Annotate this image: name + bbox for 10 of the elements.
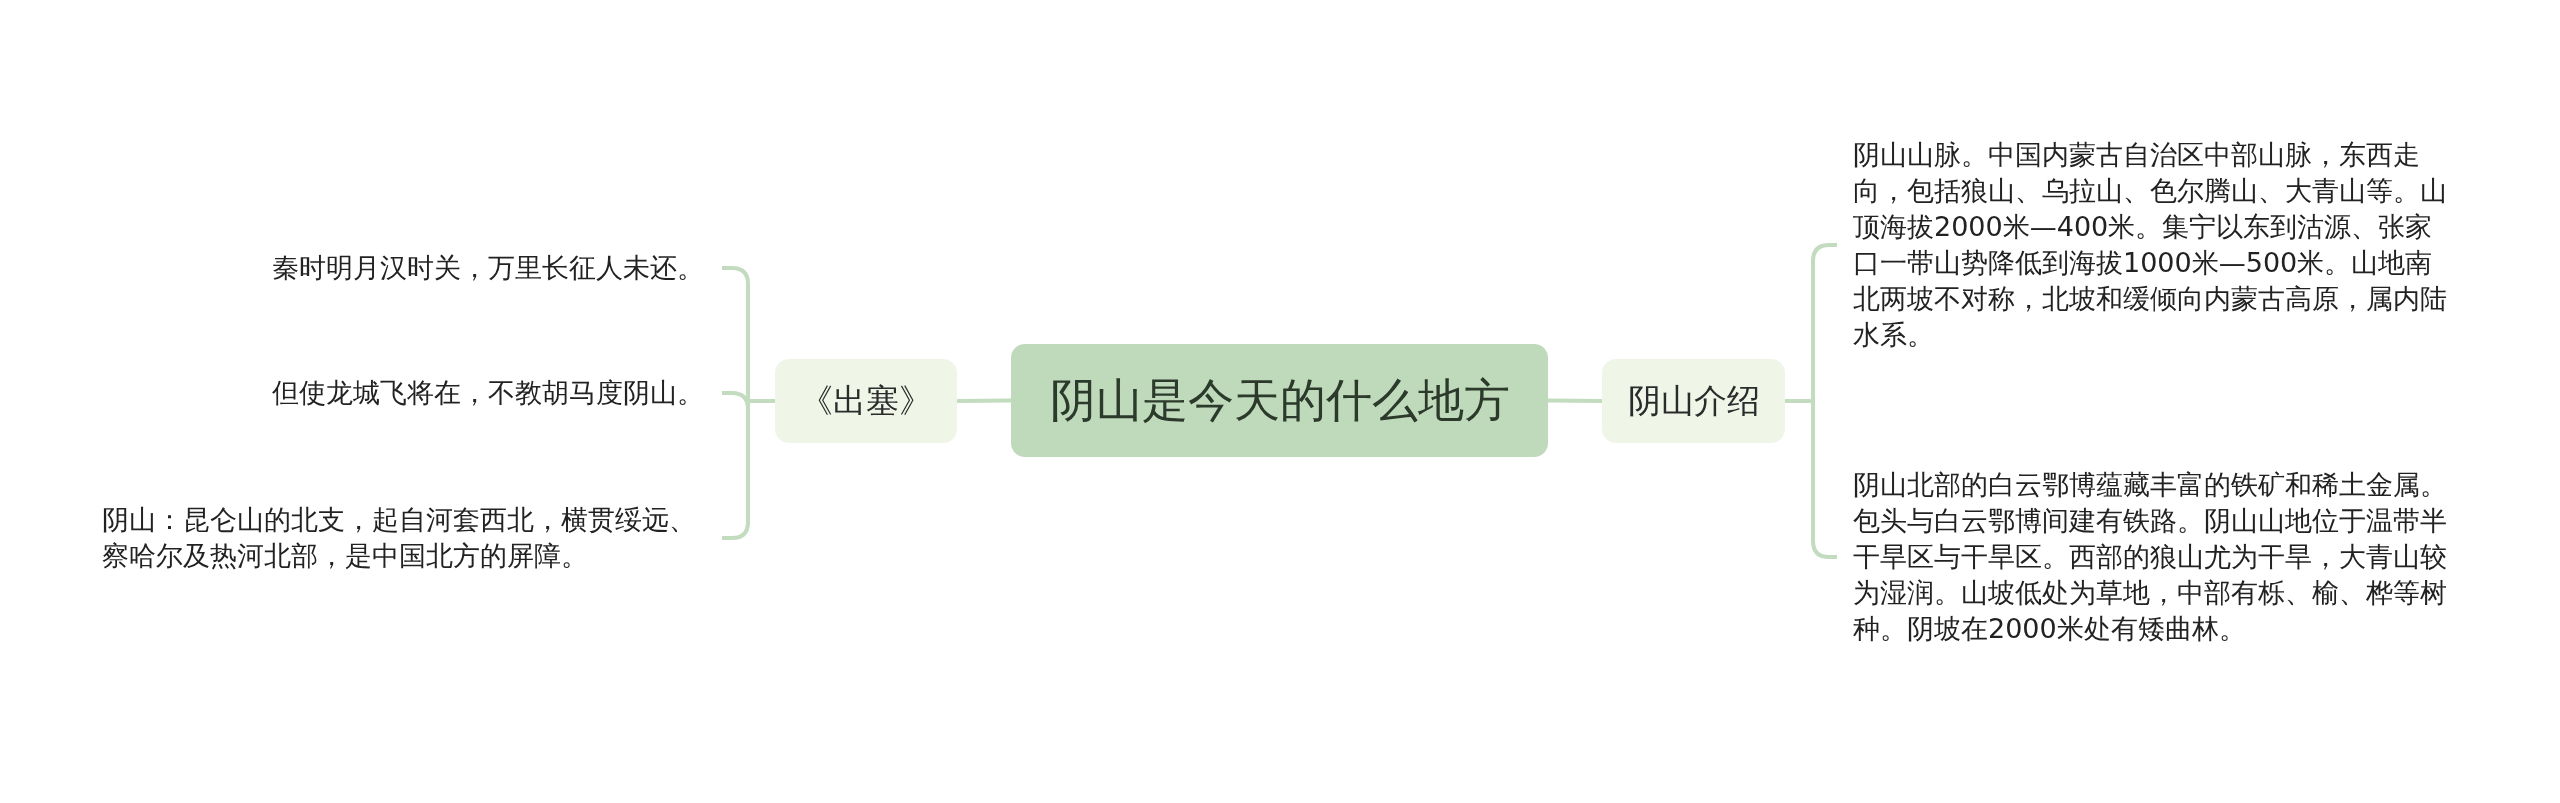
connector-line (956, 398, 1012, 403)
branch-topic: 《出塞》 (775, 359, 957, 443)
note-text: 阴山：昆仑山的北支，起自河套西北，横贯绥远、察哈尔及热河北部，是中国北方的屏障。 (102, 502, 722, 574)
connector-line (1547, 398, 1603, 403)
central-topic: 阴山是今天的什么地方 (1011, 344, 1548, 457)
note-text: 阴山山脉。中国内蒙古自治区中部山脉，东西走向，包括狼山、乌拉山、色尔腾山、大青山等。山顶海拔2000米—400米。集宁以东到沽源、张家口一带山势降低到海拔1000米—500米。山地南北两坡不对称，北坡和缓倾向内蒙古高原，属内陆水系。 (1837, 137, 2447, 353)
note-text: 但使龙城飞将在，不教胡马度阴山。 (272, 375, 722, 411)
note-text: 秦时明月汉时关，万里长征人未还。 (272, 250, 722, 286)
branch-topic: 阴山介绍 (1602, 359, 1785, 443)
note-text: 阴山北部的白云鄂博蕴藏丰富的铁矿和稀土金属。包头与白云鄂博间建有铁路。阴山山地位于温带半干旱区与干旱区。西部的狼山尤为干旱，大青山较为湿润。山坡低处为草地，中部有栎、榆、桦等树种。阴坡在2000米处有矮曲林。 (1837, 467, 2447, 647)
